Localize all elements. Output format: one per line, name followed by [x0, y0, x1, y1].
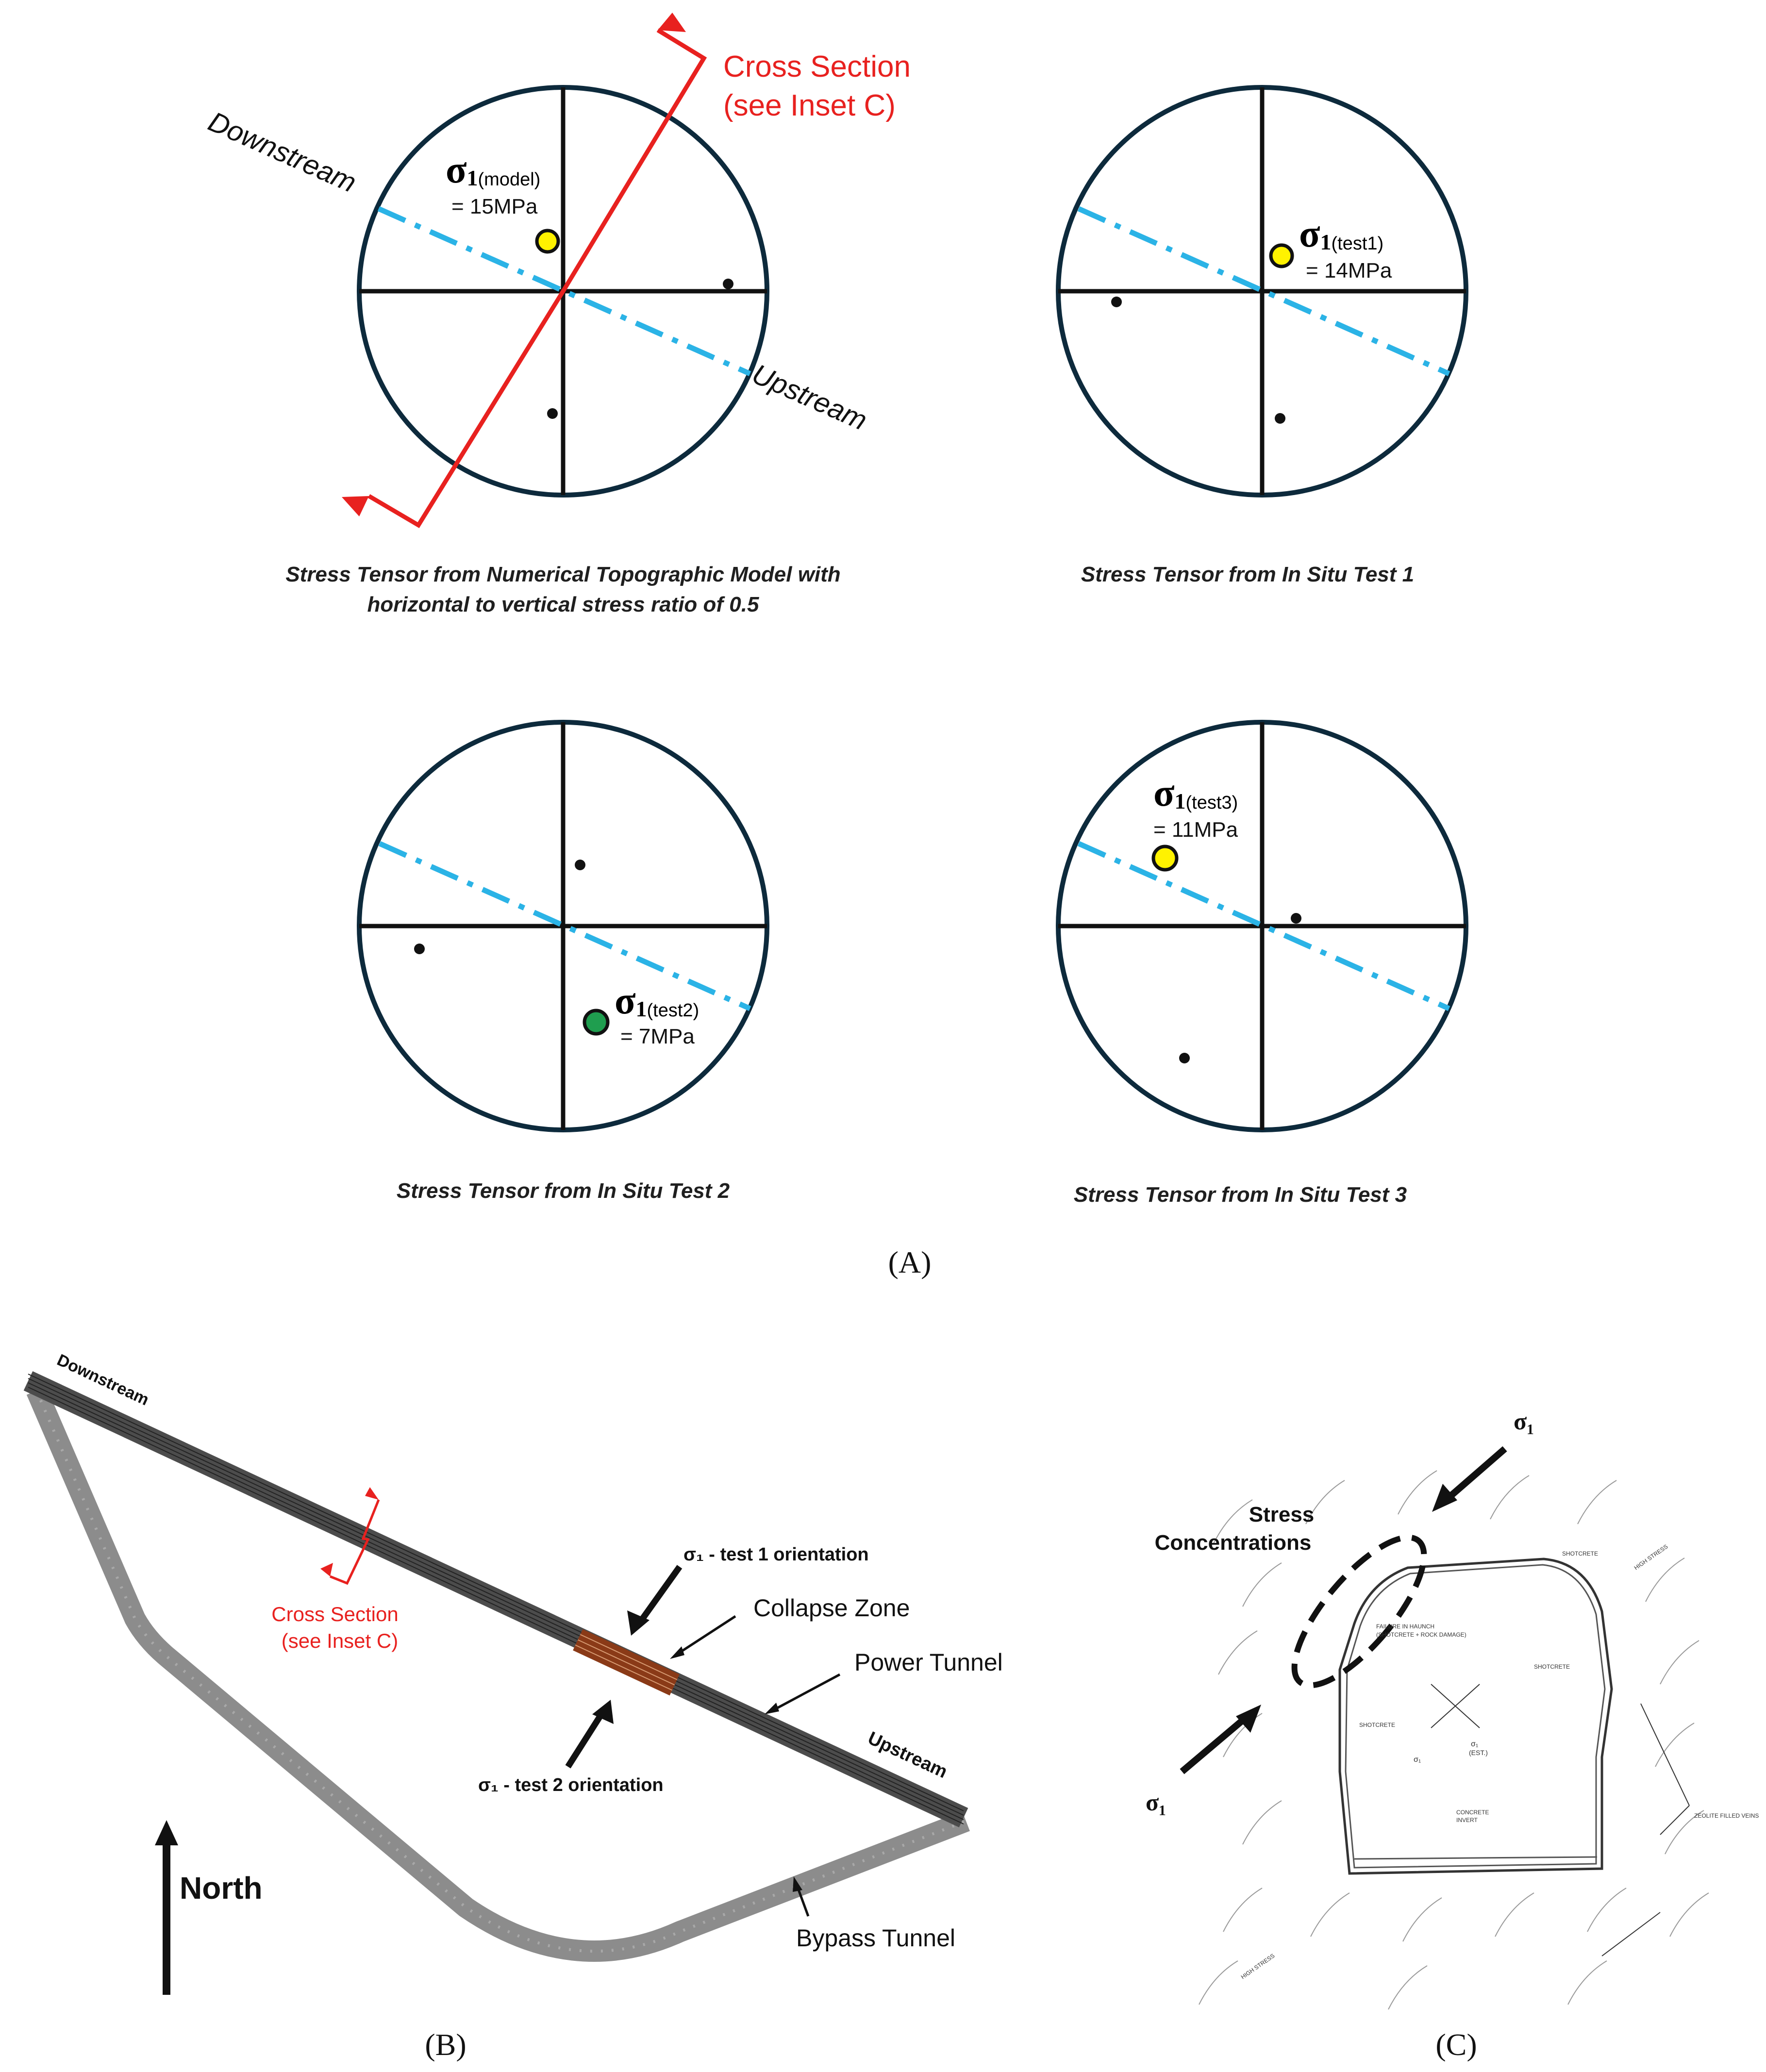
bypass-tunnel-label: Bypass Tunnel	[796, 1924, 955, 1952]
stereonet-caption-line2: horizontal to vertical stress ratio of 0…	[367, 593, 759, 616]
sigma-small-label: σ₁	[1414, 1756, 1421, 1764]
panel-label-b: (B)	[425, 2027, 466, 2062]
cross-section-marker	[330, 1499, 380, 1585]
bypass-tunnel	[26, 1386, 970, 1962]
sigma1-marker	[535, 229, 560, 254]
north-label: North	[180, 1871, 263, 1906]
stereonet-caption: Stress Tensor from In Situ Test 1	[1081, 563, 1414, 586]
stereonet-model: Cross Section (see Inset C) Downstream U…	[204, 13, 911, 616]
power-tunnel-body	[23, 1371, 968, 1827]
inset-b: Cross Section (see Inset C) Downstream U…	[23, 1351, 1003, 2062]
high-stress-label: HIGH STRESS	[1633, 1543, 1669, 1571]
sigma3-point	[1179, 1053, 1190, 1063]
sigma2-point	[723, 279, 733, 289]
tunnel-axis-line	[377, 206, 751, 377]
tunnel-profile	[1338, 1558, 1613, 1875]
tunnel-axis-line	[1077, 841, 1450, 1011]
sigma1-value: = 15MPa	[451, 195, 538, 218]
sigma2-point	[1291, 913, 1301, 924]
sigma-est-label-line2: (EST.)	[1469, 1749, 1488, 1757]
zeolite-veins	[1199, 1470, 1709, 2010]
sigma1-arrow-top	[1447, 1446, 1507, 1500]
power-tunnel-lining	[28, 1387, 964, 1824]
cross-section-line	[367, 28, 707, 529]
inset-a: Cross Section (see Inset C) Downstream U…	[204, 13, 1468, 1279]
stress-cross	[1431, 1684, 1480, 1728]
sigma1-label: σ1(test3)	[1153, 772, 1238, 814]
zeolite-label: ZEOLITE FILLED VEINS	[1694, 1812, 1759, 1819]
sigma1-label: σ1(test1)	[1299, 213, 1383, 255]
sigma1-value: = 11MPa	[1153, 818, 1238, 842]
sigma3-point	[1275, 413, 1285, 424]
sigma1-test2-arrow	[565, 1711, 605, 1769]
sigma1-arrow-bottom	[1180, 1715, 1248, 1774]
sigma1-test2-label: σ₁ - test 2 orientation	[478, 1775, 664, 1795]
sigma2-point	[1111, 297, 1122, 307]
sigma1-top-label: σ₁	[1514, 1408, 1534, 1435]
north-arrow-head	[155, 1820, 178, 1845]
cross-section-sub-label: (see Inset C)	[282, 1629, 398, 1652]
power-tunnel	[23, 1371, 968, 1827]
sigma1-label: σ1(test2)	[615, 979, 699, 1022]
cross-section-label: Cross Section	[271, 1603, 398, 1625]
stereonet-test1: σ1(test1) = 14MPa Stress Tensor from In …	[1056, 85, 1468, 586]
power-tunnel-pointer	[771, 1673, 841, 1712]
power-tunnel-lining	[28, 1382, 964, 1820]
stereonet-caption: Stress Tensor from In Situ Test 2	[397, 1179, 730, 1203]
failure-label: FAILURE IN HAUNCH	[1376, 1623, 1434, 1630]
stress-concentration-ellipse	[1291, 1534, 1427, 1689]
shotcrete-lining	[1345, 1564, 1606, 1869]
panel-label-c: (C)	[1435, 2027, 1477, 2062]
sigma2-point	[575, 860, 585, 870]
collapse-zone-label: Collapse Zone	[753, 1594, 910, 1622]
shotcrete-label: SHOTCRETE	[1562, 1550, 1598, 1557]
stereonet-caption: Stress Tensor from Numerical Topographic…	[285, 563, 840, 586]
sigma1-test1-label: σ₁ - test 1 orientation	[683, 1544, 869, 1565]
power-tunnel-lining	[28, 1374, 964, 1811]
cross-section-arrow-bottom	[342, 496, 369, 516]
stereonet-caption: Stress Tensor from In Situ Test 3	[1074, 1183, 1407, 1207]
concrete-label-line2: INVERT	[1456, 1817, 1478, 1823]
tunnel-axis-line	[378, 841, 751, 1011]
upstream-label: Upstream	[748, 358, 872, 436]
stereonet-test2: σ1(test2) = 7MPa Stress Tensor from In S…	[357, 720, 769, 1203]
sigma1-marker	[1269, 243, 1294, 268]
sigma1-marker	[1151, 845, 1179, 872]
sigma1-test1-arrow	[638, 1565, 683, 1623]
sigma-est-label: σ₁	[1471, 1740, 1478, 1748]
failure-label-line2: (SHOTCRETE + ROCK DAMAGE)	[1376, 1631, 1466, 1638]
stress-conc-label-line2: Concentrations	[1155, 1531, 1312, 1555]
downstream-label: Downstream	[204, 105, 361, 199]
inset-c: σ₁ σ₁ Stress Concentrations SHOTCRETE SH…	[1146, 1408, 1759, 2062]
tunnel-axis-line	[1077, 206, 1450, 377]
sigma1-label: σ1(model)	[446, 149, 540, 191]
concrete-invert	[1354, 1856, 1598, 1860]
cross-section-sub-label: (see Inset C)	[723, 89, 896, 122]
shotcrete-label: SHOTCRETE	[1359, 1722, 1395, 1728]
stereonet-test3: σ1(test3) = 11MPa Stress Tensor from In …	[1056, 720, 1468, 1207]
cross-section-arrow-top	[658, 13, 686, 32]
sigma3-point	[414, 944, 425, 954]
sigma1-bottom-label: σ₁	[1146, 1789, 1166, 1816]
shotcrete-label: SHOTCRETE	[1534, 1663, 1570, 1670]
collapse-zone	[573, 1629, 680, 1696]
concrete-label: CONCRETE	[1456, 1809, 1489, 1816]
sigma3-point	[547, 408, 558, 419]
panel-label-a: (A)	[888, 1245, 932, 1279]
power-tunnel-lining	[28, 1378, 964, 1816]
high-stress-label: HIGH STRESS	[1240, 1952, 1276, 1980]
power-tunnel-label: Power Tunnel	[854, 1649, 1003, 1676]
cross-section-label: Cross Section	[723, 50, 911, 83]
sigma1-marker	[583, 1009, 610, 1036]
sigma1-value: = 7MPa	[620, 1025, 695, 1048]
sigma1-value: = 14MPa	[1306, 259, 1392, 282]
stress-conc-label: Stress	[1249, 1503, 1315, 1526]
collapse-zone-pointer	[675, 1615, 736, 1657]
